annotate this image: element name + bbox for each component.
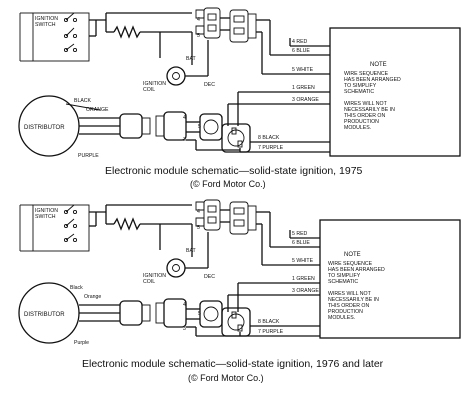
pin-label: 3 bbox=[183, 137, 186, 143]
wire-label: 7 PURPLE bbox=[258, 329, 284, 335]
wire-color-purple: Purple bbox=[74, 340, 89, 346]
ignition-coil: IGNITION COIL bbox=[143, 66, 186, 93]
wire-label: 7 PURPLE bbox=[258, 145, 284, 151]
wire-label: 6 BLUE bbox=[292, 240, 310, 246]
ignition-switch-label-2: SWITCH bbox=[35, 214, 56, 220]
note-line: TO SIMPLIFY bbox=[344, 83, 377, 89]
note-box: NOTE WIRE SEQUENCE HAS BEEN ARRANGED TO … bbox=[329, 27, 461, 157]
caption-1976: Electronic module schematic—solid-state … bbox=[82, 358, 384, 370]
wire-color-orange: ORANGE bbox=[86, 107, 109, 113]
pin-label-4: 4 bbox=[197, 17, 200, 23]
wire-label: 1 GREEN bbox=[292, 276, 315, 282]
distributor-label: DISTRIBUTOR bbox=[24, 312, 65, 318]
note-line: WIRE SEQUENCE bbox=[344, 71, 389, 77]
pin-label: 4 bbox=[183, 115, 186, 121]
note-line: PRODUCTION bbox=[328, 309, 363, 315]
coil-label-2: COIL bbox=[143, 279, 155, 285]
connector-small-1: 4 5 bbox=[195, 7, 221, 39]
ballast-resistor bbox=[105, 20, 160, 39]
coil-label-2: COIL bbox=[143, 87, 155, 93]
wire-color-purple: PURPLE bbox=[78, 153, 99, 159]
wire-color-black: Black bbox=[70, 285, 83, 291]
bat-label: BAT bbox=[186, 56, 197, 62]
note-box: NOTE WIRE SEQUENCE HAS BEEN ARRANGED TO … bbox=[319, 219, 461, 339]
coil-label-1: IGNITION bbox=[143, 273, 166, 279]
note-line: THIS ORDER ON bbox=[344, 113, 385, 119]
ballast-resistor bbox=[105, 212, 160, 231]
wire-color-orange: Orange bbox=[84, 294, 101, 300]
ignition-switch: IGNITION SWITCH bbox=[19, 204, 90, 252]
module-connector-lower-2 bbox=[221, 307, 251, 337]
pin-label-4: 4 bbox=[197, 209, 200, 215]
pin-label: 3 bbox=[183, 326, 186, 332]
connector-module-1 bbox=[229, 9, 257, 43]
ignition-switch-label-1: IGNITION bbox=[35, 16, 58, 22]
ignition-coil: IGNITION COIL bbox=[143, 258, 186, 285]
connector-module-2 bbox=[229, 201, 257, 235]
caption-1975: Electronic module schematic—solid-state … bbox=[105, 165, 363, 177]
note-line: SCHEMATIC bbox=[344, 89, 374, 95]
distributor-connector-2 bbox=[119, 298, 187, 328]
ignition-switch-label-1: IGNITION bbox=[35, 208, 58, 214]
distributor: DISTRIBUTOR bbox=[18, 282, 80, 344]
wire-label: 4 RED bbox=[292, 39, 308, 45]
note-line: SCHEMATIC bbox=[328, 279, 358, 285]
wire-label: 1 GREEN bbox=[292, 85, 315, 91]
module-connector-mid-1 bbox=[199, 113, 223, 141]
wire-label: 5 RED bbox=[292, 231, 308, 237]
pin-label: 4 bbox=[183, 302, 186, 308]
wire-label: 8 BLACK bbox=[258, 135, 280, 141]
note-line: PRODUCTION bbox=[344, 119, 379, 125]
dec-label: DEC bbox=[204, 274, 215, 280]
wire-label: 8 BLACK bbox=[258, 319, 280, 325]
wire-label: 5 WHITE bbox=[292, 258, 314, 264]
note-line: HAS BEEN ARRANGED bbox=[344, 77, 401, 83]
note-line: NECESSARILY BE IN bbox=[344, 107, 395, 113]
note-title: NOTE bbox=[370, 62, 387, 68]
ignition-switch: IGNITION SWITCH bbox=[19, 12, 90, 62]
pin-label-5: 5 bbox=[197, 225, 200, 231]
note-line: HAS BEEN ARRANGED bbox=[328, 267, 385, 273]
diagram-1976: IGNITION SWITCH bbox=[18, 199, 461, 383]
note-line: TO SIMPLIFY bbox=[328, 273, 361, 279]
note-line: WIRES WILL NOT bbox=[344, 101, 388, 107]
module-connector-lower-1 bbox=[221, 123, 251, 153]
credit-1976: (© Ford Motor Co.) bbox=[188, 373, 264, 383]
note-line: WIRES WILL NOT bbox=[328, 291, 372, 297]
wire-label: 3 ORANGE bbox=[292, 288, 319, 294]
ignition-switch-label-2: SWITCH bbox=[35, 22, 56, 28]
note-line: WIRE SEQUENCE bbox=[328, 261, 373, 267]
diagram-1975: IGNITION SWITCH bbox=[18, 7, 461, 189]
coil-label-1: IGNITION bbox=[143, 81, 166, 87]
wire-label: 3 ORANGE bbox=[292, 97, 319, 103]
wire-label: 6 BLUE bbox=[292, 48, 310, 54]
credit-1975: (© Ford Motor Co.) bbox=[190, 179, 266, 189]
distributor-label: DISTRIBUTOR bbox=[24, 125, 65, 131]
distributor-connector-1 bbox=[119, 111, 187, 141]
wire-color-black: BLACK bbox=[74, 98, 92, 104]
pin-label-5: 5 bbox=[197, 33, 200, 39]
note-line: MODULES. bbox=[344, 125, 371, 131]
module-connector-mid-2 bbox=[199, 300, 223, 328]
note-line: MODULES. bbox=[328, 315, 355, 321]
bat-label: BAT bbox=[186, 248, 197, 254]
dec-label: DEC bbox=[204, 82, 215, 88]
note-line: NECESSARILY BE IN bbox=[328, 297, 379, 303]
wire-label: 5 WHITE bbox=[292, 67, 314, 73]
note-line: THIS ORDER ON bbox=[328, 303, 369, 309]
connector-small-2: 4 5 bbox=[195, 199, 221, 231]
note-title: NOTE bbox=[344, 252, 361, 258]
